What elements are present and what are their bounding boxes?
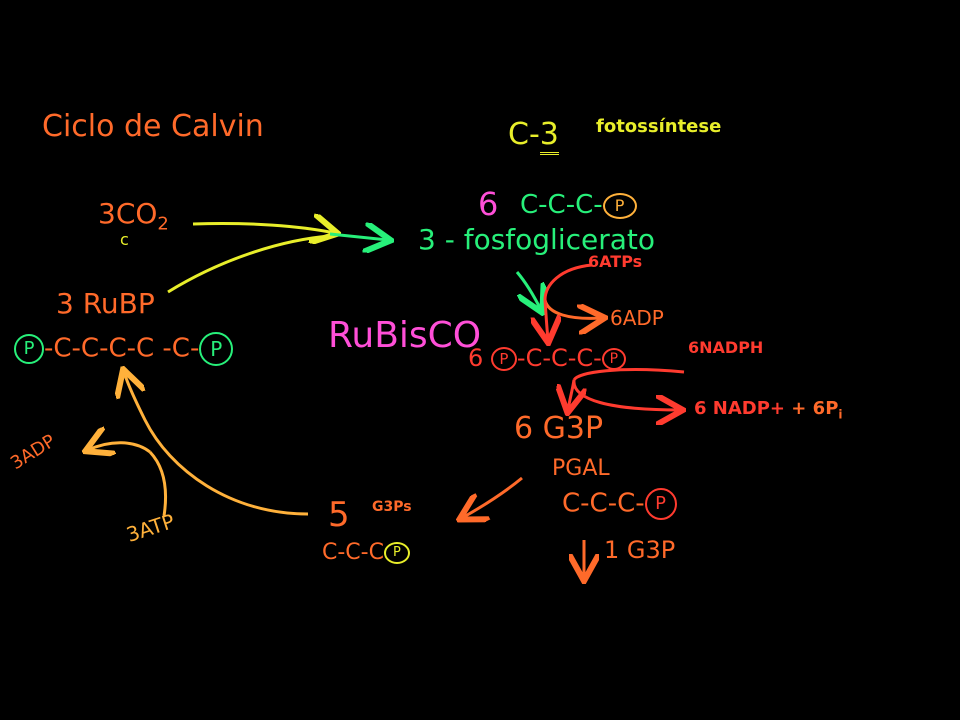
recycle-phosphate: P [383,542,410,564]
pga-to-bpg-arrow [545,299,548,340]
rubp-arrow [167,234,331,294]
g3p-to-recycle-arrow [462,476,523,518]
pga-down-arrow [515,271,541,310]
bpg-phosphate-left: P [490,347,517,371]
nadph-in-arrow [572,368,685,382]
g3p-alias: PGAL [552,456,610,481]
co2-subscript: 2 [157,213,169,235]
co2-note: c [120,230,129,249]
g3p-exit-label: 1 G3P [604,536,676,564]
rubp-phosphate-left: P [14,334,44,364]
rubp-phosphate-right: P [199,332,234,366]
g3p-carbon-chain: C-C-C- [562,488,645,519]
enzyme-label: RuBisCO [328,315,482,356]
c3-heading: C-3 [508,117,559,155]
pga-coefficient: 6 [478,185,499,223]
co2-formula: CO [115,197,158,230]
pga-molecule: C-C-C-P [520,192,637,219]
rubp-label: 3 RuBP [56,287,155,320]
regeneration-arrow [124,372,309,516]
atp-regen-arrow [148,450,168,517]
nadp-out-arrow [572,379,680,410]
adp-out-arrow [543,299,602,318]
g3p-label: 6 G3P [514,411,604,446]
pga-phosphate: P [602,192,637,219]
bpg-coefficient: 6 [468,344,484,372]
adp-output-label: 6ADP [610,306,664,330]
bpg-molecule: 6 P-C-C-C-P [468,346,626,371]
bpg-carbon-chain: -C-C-C- [516,344,602,372]
pga-name: 3 - fosfoglicerato [418,223,656,256]
pga-carbon-chain: C-C-C- [520,190,603,220]
fixation-arrow [329,234,388,240]
phosphate-output: 6P [812,398,839,419]
co2-label: 3CO2 [98,200,169,234]
adp-regen-arrow [88,443,151,452]
recycle-coefficient: 5 [328,495,350,535]
atp-in-arrow [543,263,593,301]
c3-prefix: C- [508,117,540,152]
rubp-carbon-chain: -C-C-C-C -C- [44,333,200,364]
c3-number: 3 [539,117,559,155]
g3p-phosphate: P [644,488,677,520]
bpg-phosphate-right: P [601,348,626,370]
nadph-input-label: 6NADPH [688,338,764,357]
rubp-molecule: P-C-C-C-C -C-P [14,332,234,366]
recycle-carbon-chain: C-C-C [322,540,384,565]
nadp-output-label: 6 NADP+ + 6Pi [694,400,843,421]
co2-arrow [192,223,335,233]
g3p-molecule: C-C-C-P [562,488,677,520]
diagram-title: Ciclo de Calvin [42,109,264,144]
co2-coefficient: 3 [98,197,116,230]
plus-sign: + [791,398,807,419]
recycle-label: G3Ps [372,499,412,515]
phosphate-output-sub: i [838,407,843,422]
atp-input-label: 6ATPs [588,252,643,271]
bpg-to-g3p-arrow [568,379,574,410]
nadp-label: 6 NADP+ [694,398,786,419]
photosynthesis-label: fotossíntese [596,116,722,137]
